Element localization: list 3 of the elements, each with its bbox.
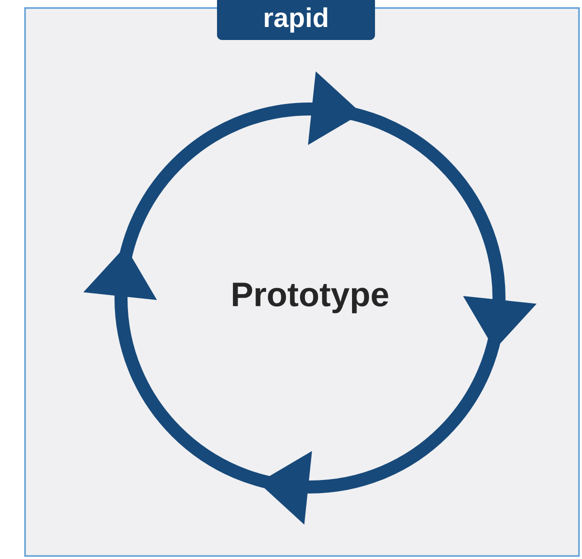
panel-background	[24, 7, 580, 557]
title-tab: rapid	[217, 0, 375, 40]
cycle-label: Prototype	[232, 282, 388, 314]
